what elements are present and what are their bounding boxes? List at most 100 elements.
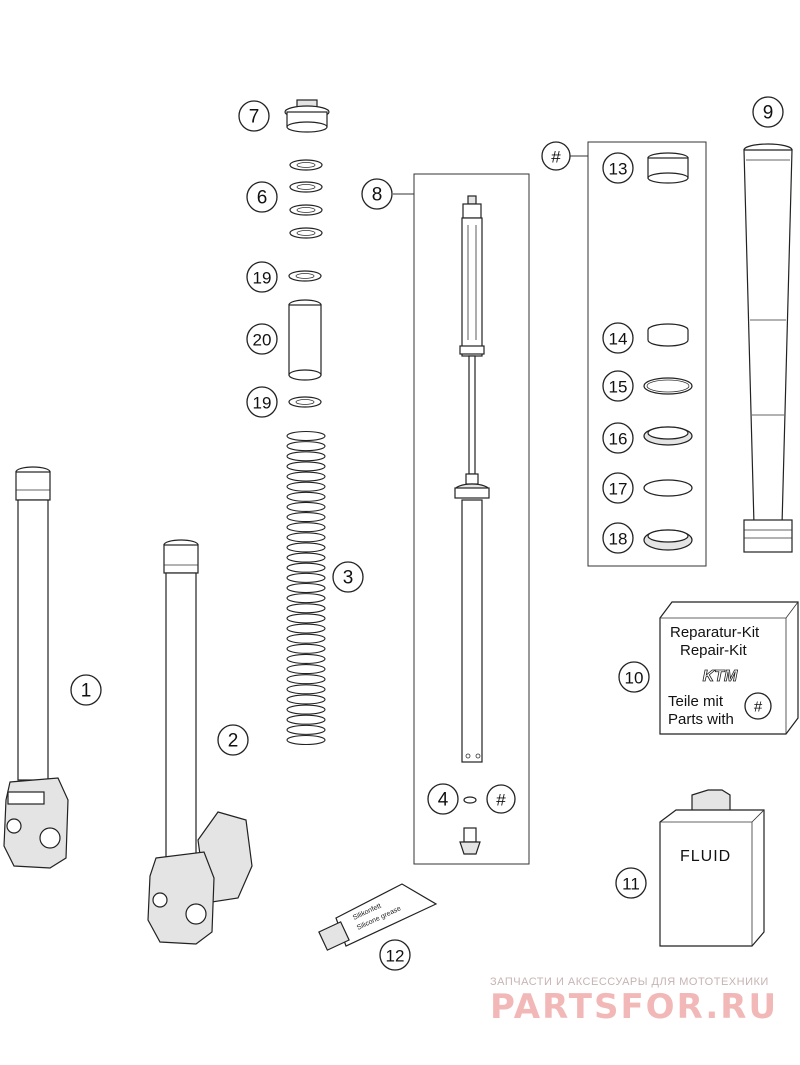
svg-text:7: 7: [249, 107, 260, 128]
svg-text:14: 14: [609, 330, 628, 349]
part-13-guide-bushing: [647, 152, 689, 184]
callout-10: 10: [618, 661, 650, 693]
callout-19-top: 19: [246, 261, 278, 293]
part-19-washer-top: [288, 270, 322, 282]
svg-text:9: 9: [763, 103, 774, 124]
spring-coil: [286, 481, 326, 492]
spring-coil: [286, 522, 326, 533]
kit-line-1: Reparatur-Kit: [670, 624, 760, 641]
watermark: ЗАПЧАСТИ И АКСЕССУАРЫ ДЛЯ МОТОТЕХНИКИ PA…: [490, 976, 778, 1027]
part-11-fork-fluid-bottle: FLUID: [659, 789, 765, 947]
watermark-brand: PARTSFOR.RU: [490, 987, 778, 1027]
part-3-fork-spring: [286, 430, 326, 746]
part-10-repair-kit-label: Reparatur-Kit Repair-Kit KTM Teile mit P…: [659, 601, 799, 735]
spring-coil: [286, 562, 326, 573]
callout-18: 18: [602, 522, 634, 554]
svg-text:10: 10: [625, 669, 644, 688]
callout-9: 9: [752, 96, 784, 128]
spring-coil: [286, 633, 326, 644]
spring-coil: [286, 643, 326, 654]
spring-coil: [286, 603, 326, 614]
part-6-washers: [289, 159, 323, 239]
part-18-dust-seal: [643, 529, 693, 551]
callout-3: 3: [332, 561, 364, 593]
part-20-spacer-tube: [288, 299, 322, 381]
spring-coil: [286, 684, 326, 695]
callout-hash-part-4: #: [486, 784, 516, 814]
svg-text:18: 18: [609, 530, 628, 549]
svg-text:19: 19: [253, 394, 272, 413]
repair-kit-parts-group: [570, 141, 707, 567]
callout-7: 7: [238, 100, 270, 132]
spring-coil: [286, 430, 326, 442]
svg-text:15: 15: [609, 378, 628, 397]
spring-coil: [286, 552, 326, 563]
spring-coil: [286, 664, 326, 675]
spring-coil: [286, 501, 326, 512]
callout-17: 17: [602, 472, 634, 504]
part-1-outer-tube: [3, 466, 69, 869]
callout-11: 11: [615, 867, 647, 899]
ktm-logo: KTM: [703, 668, 738, 685]
callout-4: 4: [427, 783, 459, 815]
callout-15: 15: [602, 370, 634, 402]
spring-coil: [286, 572, 326, 583]
part-12-silicone-grease-tube: Silikonfett Silicone grease: [318, 883, 438, 951]
spring-coil: [286, 441, 326, 452]
spring-coil: [286, 724, 326, 735]
callout-20: 20: [246, 323, 278, 355]
spring-coil: [286, 542, 326, 553]
spring-coil: [286, 674, 326, 685]
fluid-label: FLUID: [680, 848, 731, 865]
svg-text:12: 12: [386, 947, 405, 966]
callout-16: 16: [602, 422, 634, 454]
part-14-guide-bushing: [647, 323, 689, 347]
kit-line-3: Teile mit: [668, 693, 724, 710]
part-19-washer-bottom: [288, 396, 322, 408]
part-9-inner-tube: [743, 143, 793, 553]
svg-text:11: 11: [622, 875, 640, 894]
svg-text:#: #: [496, 791, 506, 810]
svg-text:3: 3: [343, 568, 354, 589]
spring-coil: [286, 734, 326, 746]
callout-8: 8: [361, 178, 393, 210]
spring-coil: [286, 653, 326, 664]
spring-coil: [286, 532, 326, 543]
spring-coil: [286, 613, 326, 624]
part-8-cartridge-assembly: [393, 173, 530, 865]
watermark-tagline: ЗАПЧАСТИ И АКСЕССУАРЫ ДЛЯ МОТОТЕХНИКИ: [490, 976, 769, 988]
part-16-oil-seal: [643, 426, 693, 446]
kit-hash-symbol: #: [754, 699, 763, 716]
part-15-support-ring: [643, 377, 693, 395]
spring-coil: [286, 714, 326, 725]
spring-coil: [286, 491, 326, 502]
callout-2: 2: [217, 724, 249, 756]
kit-line-2: Repair-Kit: [680, 642, 748, 659]
svg-text:13: 13: [609, 160, 628, 179]
spring-coil: [286, 694, 326, 705]
part-2-outer-tube-with-caliper-mount: [147, 539, 253, 945]
callout-13: 13: [602, 152, 634, 184]
callout-6: 6: [246, 181, 278, 213]
callout-14: 14: [602, 322, 634, 354]
part-7-fork-cap: [284, 99, 330, 133]
callout-hash-kit-group: #: [541, 141, 571, 171]
spring-coil: [286, 582, 326, 594]
svg-text:8: 8: [372, 185, 383, 206]
svg-text:19: 19: [253, 269, 272, 288]
svg-text:2: 2: [228, 731, 239, 752]
kit-line-4: Parts with: [668, 711, 734, 728]
svg-text:#: #: [551, 148, 561, 167]
callout-19-bottom: 19: [246, 386, 278, 418]
spring-coil: [286, 461, 326, 472]
svg-text:4: 4: [438, 790, 449, 811]
spring-coil: [286, 704, 326, 715]
callout-12: 12: [379, 939, 411, 971]
svg-text:1: 1: [81, 681, 92, 702]
spring-coil: [286, 512, 326, 523]
part-17-circlip: [643, 479, 693, 497]
spring-coil: [286, 593, 326, 604]
spring-coil: [286, 451, 326, 462]
svg-text:20: 20: [253, 331, 272, 350]
svg-text:17: 17: [609, 480, 628, 499]
